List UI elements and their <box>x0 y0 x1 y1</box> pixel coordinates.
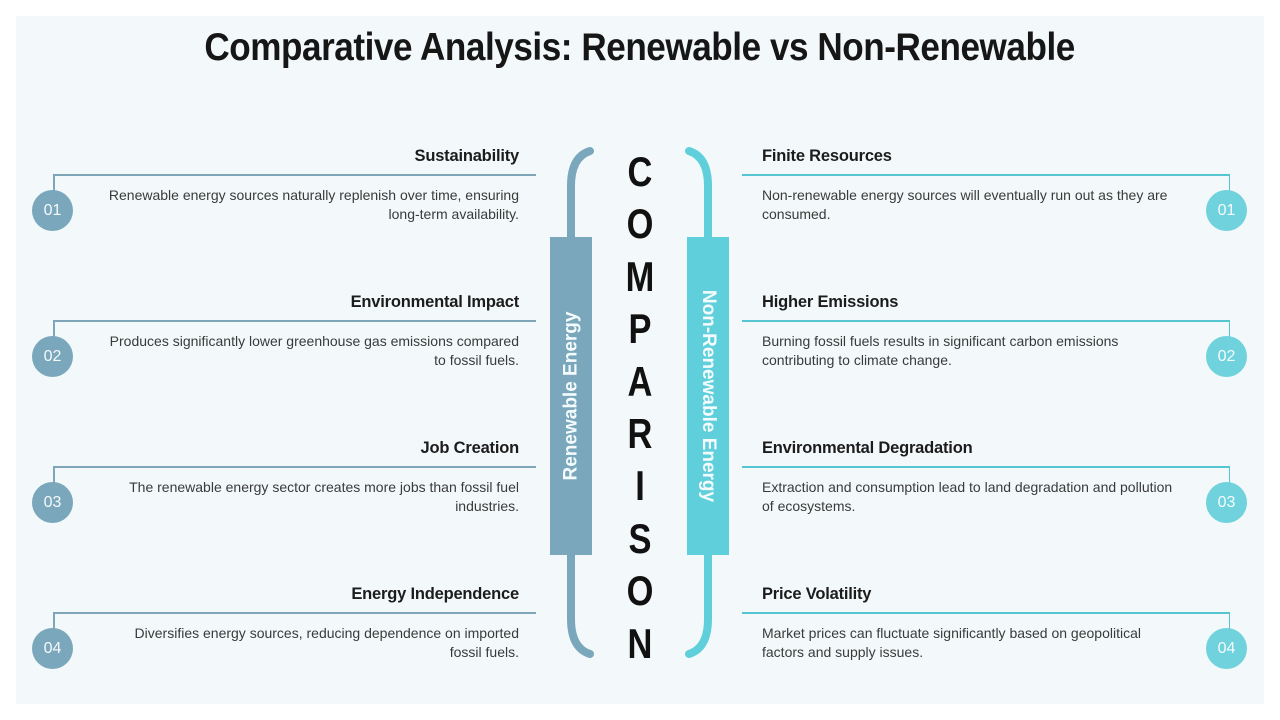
connector-line <box>53 320 536 333</box>
row-title: Price Volatility <box>762 585 872 603</box>
row-title: Finite Resources <box>762 147 892 165</box>
comparison-letter: R <box>627 410 653 458</box>
comparison-letter: O <box>626 200 654 248</box>
comparison-letter: I <box>635 462 645 510</box>
comparison-letter: N <box>627 619 653 667</box>
comparison-letter: M <box>625 252 655 300</box>
slide-panel <box>16 16 1264 704</box>
row-title: Environmental Degradation <box>762 439 973 457</box>
connector-line <box>742 320 1230 333</box>
number-badge: 01 <box>1206 190 1247 231</box>
connector-line <box>742 466 1230 479</box>
row-title: Job Creation <box>420 439 520 457</box>
non-renewable-energy-bar: Non-Renewable Energy <box>687 237 729 555</box>
row-title: Energy Independence <box>351 585 519 603</box>
row-title: Sustainability <box>414 147 520 165</box>
number-badge: 01 <box>32 190 73 231</box>
row-description: Produces significantly lower greenhouse … <box>109 333 519 368</box>
comparison-letter: P <box>628 305 652 353</box>
row-description: The renewable energy sector creates more… <box>129 479 519 514</box>
comparison-letter: O <box>626 567 654 615</box>
page-title-text: Comparative Analysis: Renewable vs Non-R… <box>204 26 1076 69</box>
comparison-letter: A <box>627 357 653 405</box>
number-badge: 03 <box>32 482 73 523</box>
row-description: Burning fossil fuels results in signific… <box>762 333 1119 368</box>
row-description: Extraction and consumption lead to land … <box>762 479 1173 514</box>
comparison-vertical-word: C O M P A R I S O N <box>620 146 659 670</box>
number-badge: 04 <box>1206 628 1247 669</box>
row-description: Diversifies energy sources, reducing dep… <box>134 625 519 660</box>
row-title: Environmental Impact <box>350 293 520 311</box>
number-badge: 02 <box>1206 336 1247 377</box>
row-title: Higher Emissions <box>762 293 899 311</box>
page-title: Comparative Analysis: Renewable vs Non-R… <box>0 26 1280 70</box>
comparison-letter: C <box>627 148 653 195</box>
number-badge: 04 <box>32 628 73 669</box>
renewable-energy-bar: Renewable Energy <box>550 237 592 555</box>
connector-line <box>53 466 536 479</box>
connector-line <box>53 174 536 187</box>
connector-line <box>742 612 1230 625</box>
number-badge: 02 <box>32 336 73 377</box>
non-renewable-energy-bar-label: Non-Renewable Energy <box>698 289 719 503</box>
connector-line <box>742 174 1230 187</box>
number-badge: 03 <box>1206 482 1247 523</box>
row-description: Renewable energy sources naturally reple… <box>108 187 519 222</box>
row-description: Non-renewable energy sources will eventu… <box>762 187 1168 222</box>
renewable-energy-bar-label: Renewable Energy <box>560 311 582 481</box>
comparison-letter: S <box>628 514 652 562</box>
row-description: Market prices can fluctuate significantl… <box>762 625 1141 660</box>
connector-line <box>53 612 536 625</box>
